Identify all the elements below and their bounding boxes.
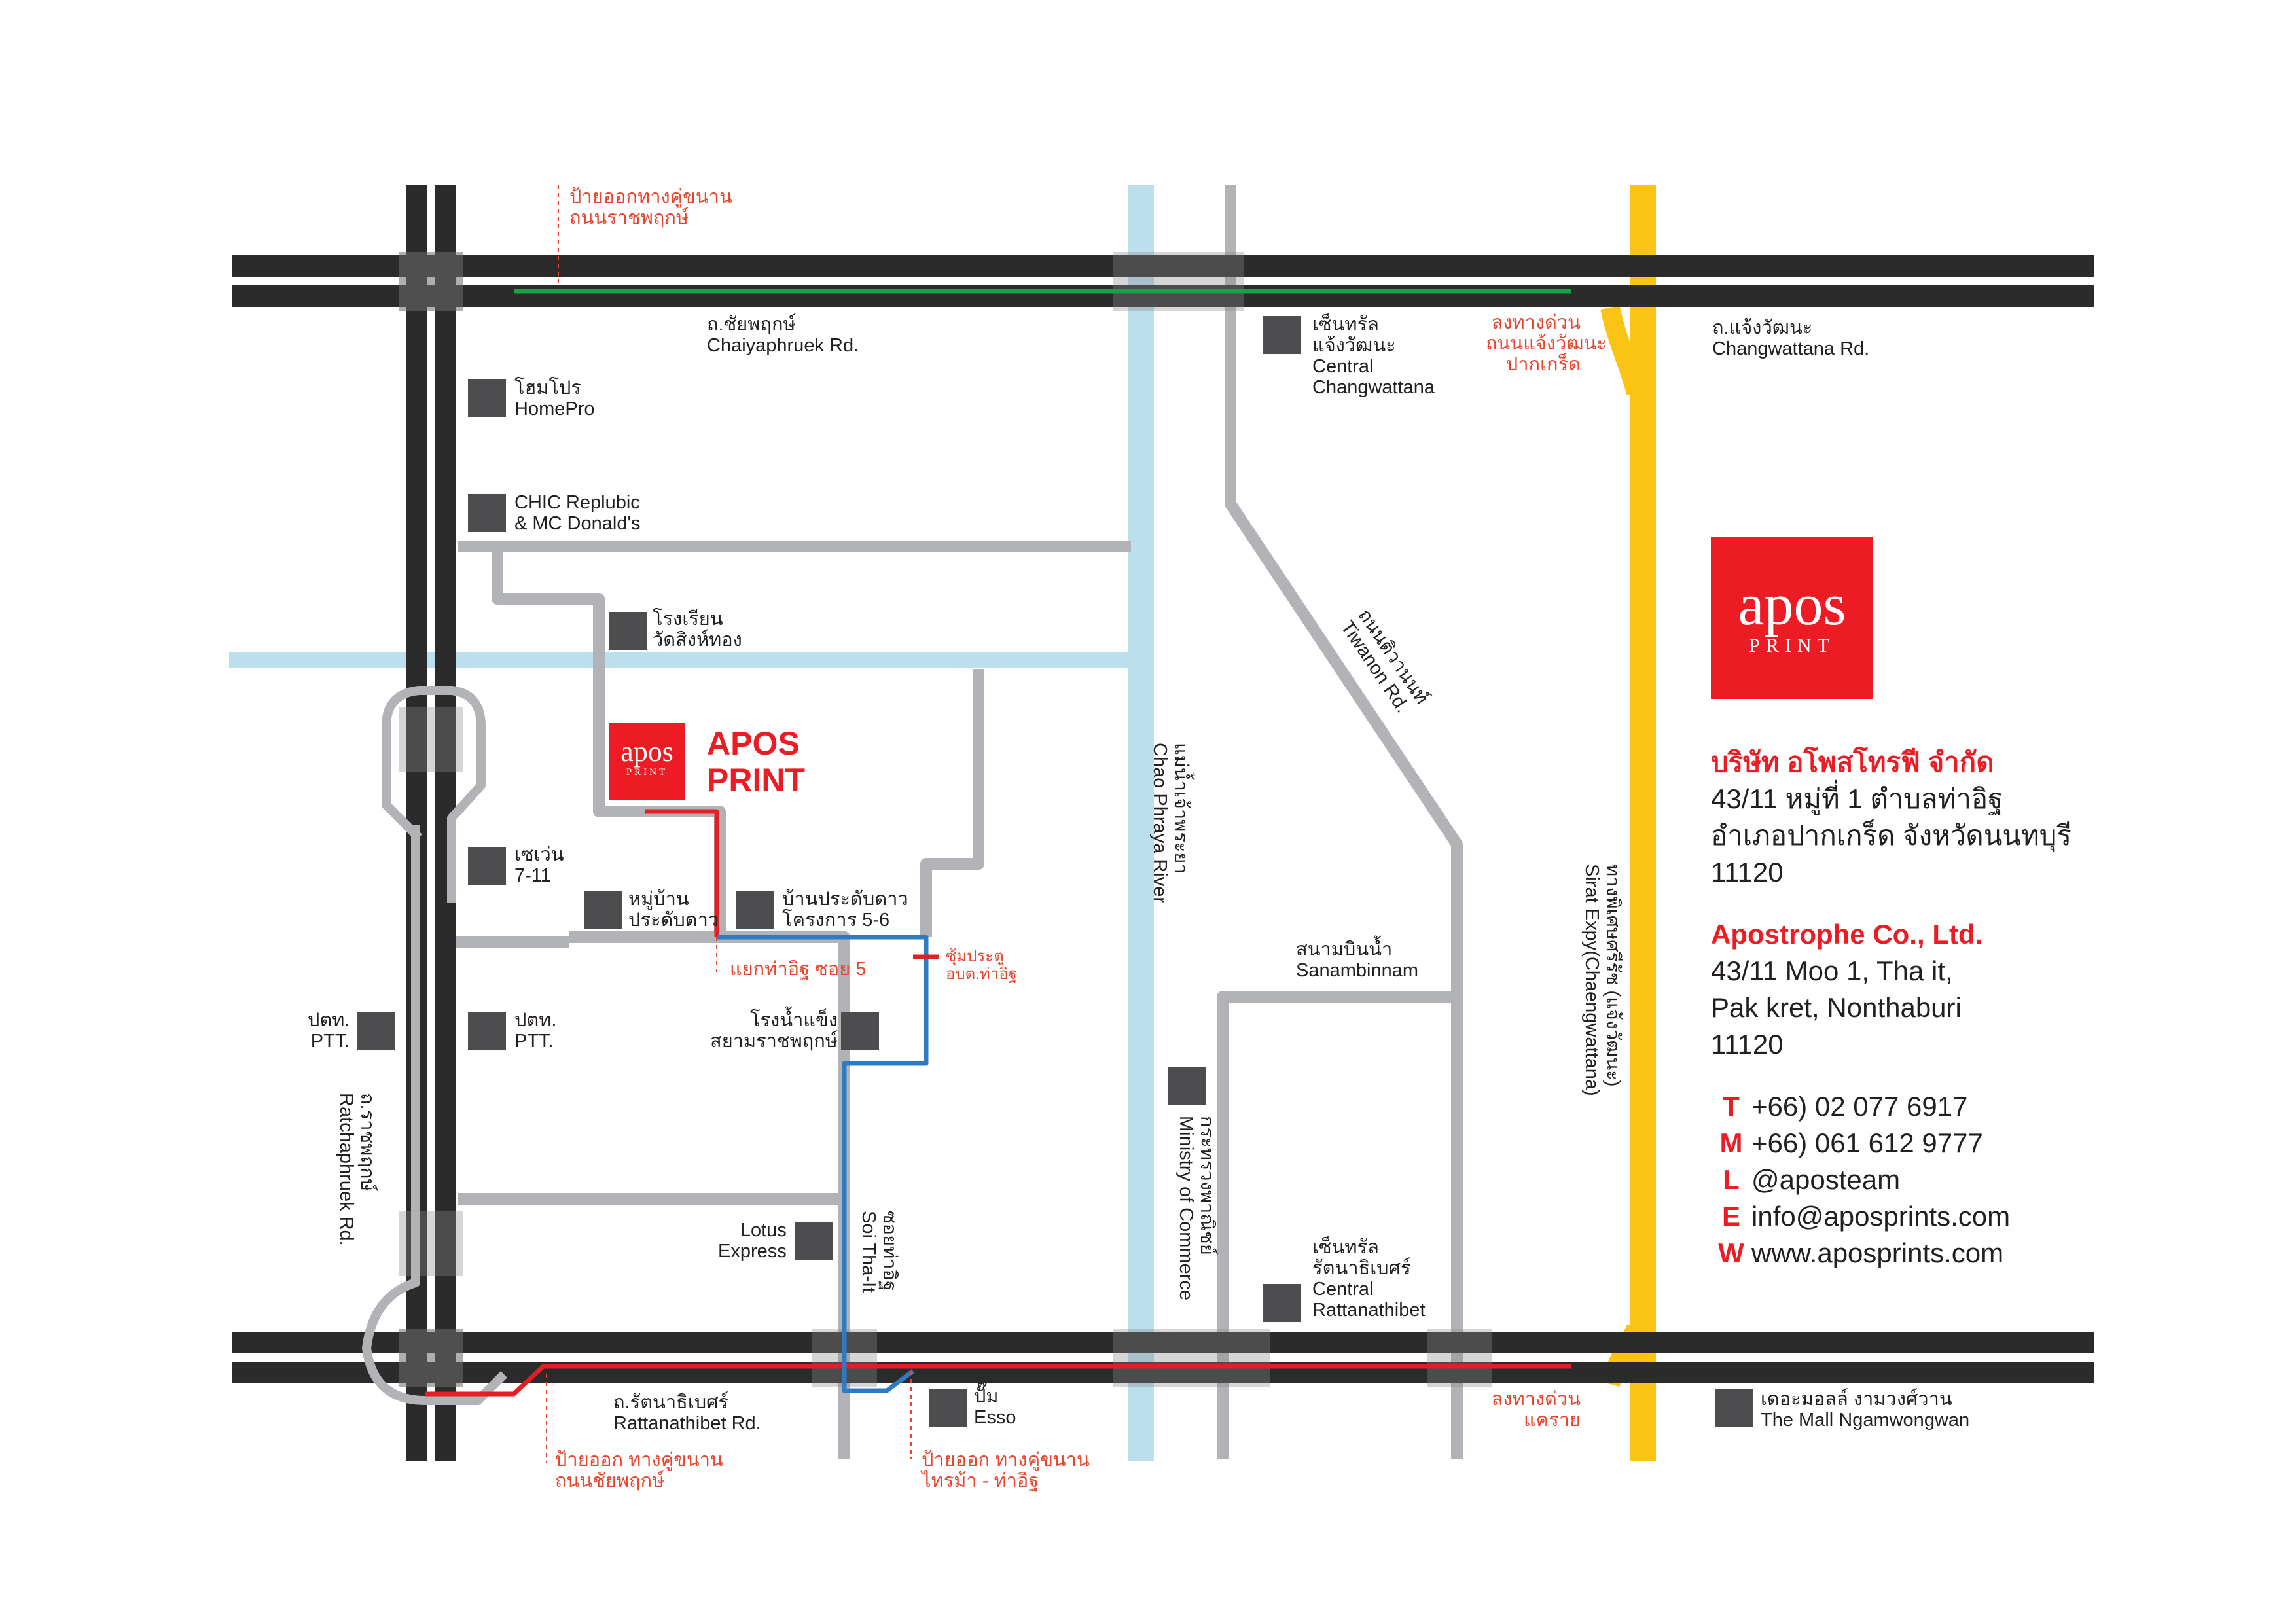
building-chic — [468, 494, 506, 532]
contact-list: T+66) 02 077 6917 M+66) 061 612 9777 L@a… — [1711, 1088, 2010, 1272]
company-info-en: Apostrophe Co., Ltd. 43/11 Moo 1, Tha it… — [1711, 916, 1982, 1063]
contact-row: T+66) 02 077 6917 — [1723, 1091, 1968, 1122]
label-ice: โรงน้ำแข็งสยามราชพฤกษ์ — [710, 1010, 838, 1052]
building-ptt-right — [468, 1012, 506, 1050]
building-ministry — [1168, 1067, 1206, 1105]
building-lotus — [795, 1222, 833, 1260]
address-en-1: 43/11 Moo 1, Tha it, — [1711, 955, 1953, 986]
zip-th: 11120 — [1711, 857, 1784, 887]
note-down-expy-bottom: ลงทางด่วนแคราย — [1491, 1389, 1581, 1431]
company-info: บริษัท อโพสโทรฟี จำกัด 43/11 หมู่ที่ 1 ต… — [1711, 744, 2072, 891]
building-village56 — [736, 891, 774, 929]
building-school — [609, 612, 647, 650]
label-village56: บ้านประดับดาวโครงการ 5-6 — [782, 889, 908, 931]
road-label-expressway: ทางพิเศษศรีรัช (แจ้งวัฒนะ)Sirat Expy(Cha… — [1581, 864, 1623, 1096]
note-down-expy-top: ลงทางด่วนถนนแจ้งวัฒนะปากเกร็ด — [1486, 312, 1607, 375]
label-village: หมู่บ้านประดับดาว — [628, 889, 719, 931]
building-esso — [929, 1389, 967, 1427]
building-seven — [468, 847, 506, 885]
note-exit-chaiyaphruek: ป้ายออกทางคู่ขนานถนนราชพฤกษ์ — [569, 187, 732, 228]
canal — [229, 652, 1132, 668]
building-mall — [1715, 1389, 1753, 1427]
road-label-rattanathibet: ถ.รัตนาธิเบศร์Rattanathibet Rd. — [613, 1392, 761, 1434]
contact-email[interactable]: info@aposprints.com — [1751, 1201, 2011, 1232]
note-gate: ซุ้มประตูอบต.ท่าอิฐ — [946, 948, 1017, 983]
note-exit-tha-it: ป้ายออก ทางคู่ขนานไทรม้า - ท่าอิฐ — [922, 1450, 1090, 1491]
building-central-cw — [1263, 316, 1301, 354]
address-th-2: อำเภอปากเกร็ด จังหวัดนนทบุรี — [1711, 820, 2072, 851]
local-streets — [439, 185, 1463, 1459]
label-ptt-left: ปตท.PTT. — [308, 1010, 350, 1052]
address-th-1: 43/11 หมู่ที่ 1 ตำบลท่าอิฐ — [1711, 783, 2003, 814]
label-ptt-right: ปตท.PTT. — [514, 1010, 557, 1052]
contact-line[interactable]: @aposteam — [1751, 1164, 1901, 1195]
label-chic: CHIC Replubic& MC Donald's — [514, 492, 641, 534]
road-label-chaiyaphruek: ถ.ชัยพฤกษ์Chaiyaphruek Rd. — [707, 314, 859, 356]
building-homepro — [468, 379, 506, 417]
chao-phraya-river — [1128, 185, 1154, 1461]
address-en-2: Pak kret, Nonthaburi — [1711, 992, 1962, 1023]
road-label-ratchaphruek: ถ.ราชพฤกษ์Ratchaphruek Rd. — [336, 1093, 378, 1246]
building-central-rt — [1263, 1284, 1301, 1322]
contact-website[interactable]: www.aposprints.com — [1751, 1238, 2004, 1268]
ratchaphruek-loop — [362, 686, 507, 1405]
company-logo: apos PRINT — [1711, 537, 1873, 699]
note-exit-rattanathibet: ป้ายออก ทางคู่ขนานถนนชัยพฤกษ์ — [555, 1450, 723, 1491]
route-red-1 — [645, 809, 719, 937]
route-blue — [717, 935, 929, 1393]
ministry-label: กระทรวงพาณิชย์Ministry of Commerce — [1175, 1116, 1217, 1300]
building-ptt-left — [357, 1012, 395, 1050]
contact-row: L@aposteam — [1723, 1164, 1901, 1195]
contact-mobile[interactable]: +66) 061 612 9777 — [1751, 1128, 1983, 1158]
note-tha-it-junction: แยกท่าอิฐ ซอย 5 — [730, 959, 867, 980]
map-marker-logo: apos PRINT — [609, 723, 685, 800]
label-school: โรงเรียนวัดสิงห์ทอง — [653, 609, 742, 651]
building-village — [584, 891, 622, 929]
company-name-en: Apostrophe Co., Ltd. — [1711, 919, 1983, 950]
pointer-lines — [546, 185, 912, 1463]
contact-phone[interactable]: +66) 02 077 6917 — [1751, 1091, 1968, 1122]
route-red-2 — [425, 1364, 1571, 1397]
contact-row: M+66) 061 612 9777 — [1719, 1128, 1983, 1158]
company-name-th: บริษัท อโพสโทรฟี จำกัด — [1711, 747, 1994, 777]
expressway — [1600, 185, 1656, 1461]
zip-en: 11120 — [1711, 1029, 1784, 1060]
building-ice — [841, 1012, 879, 1050]
